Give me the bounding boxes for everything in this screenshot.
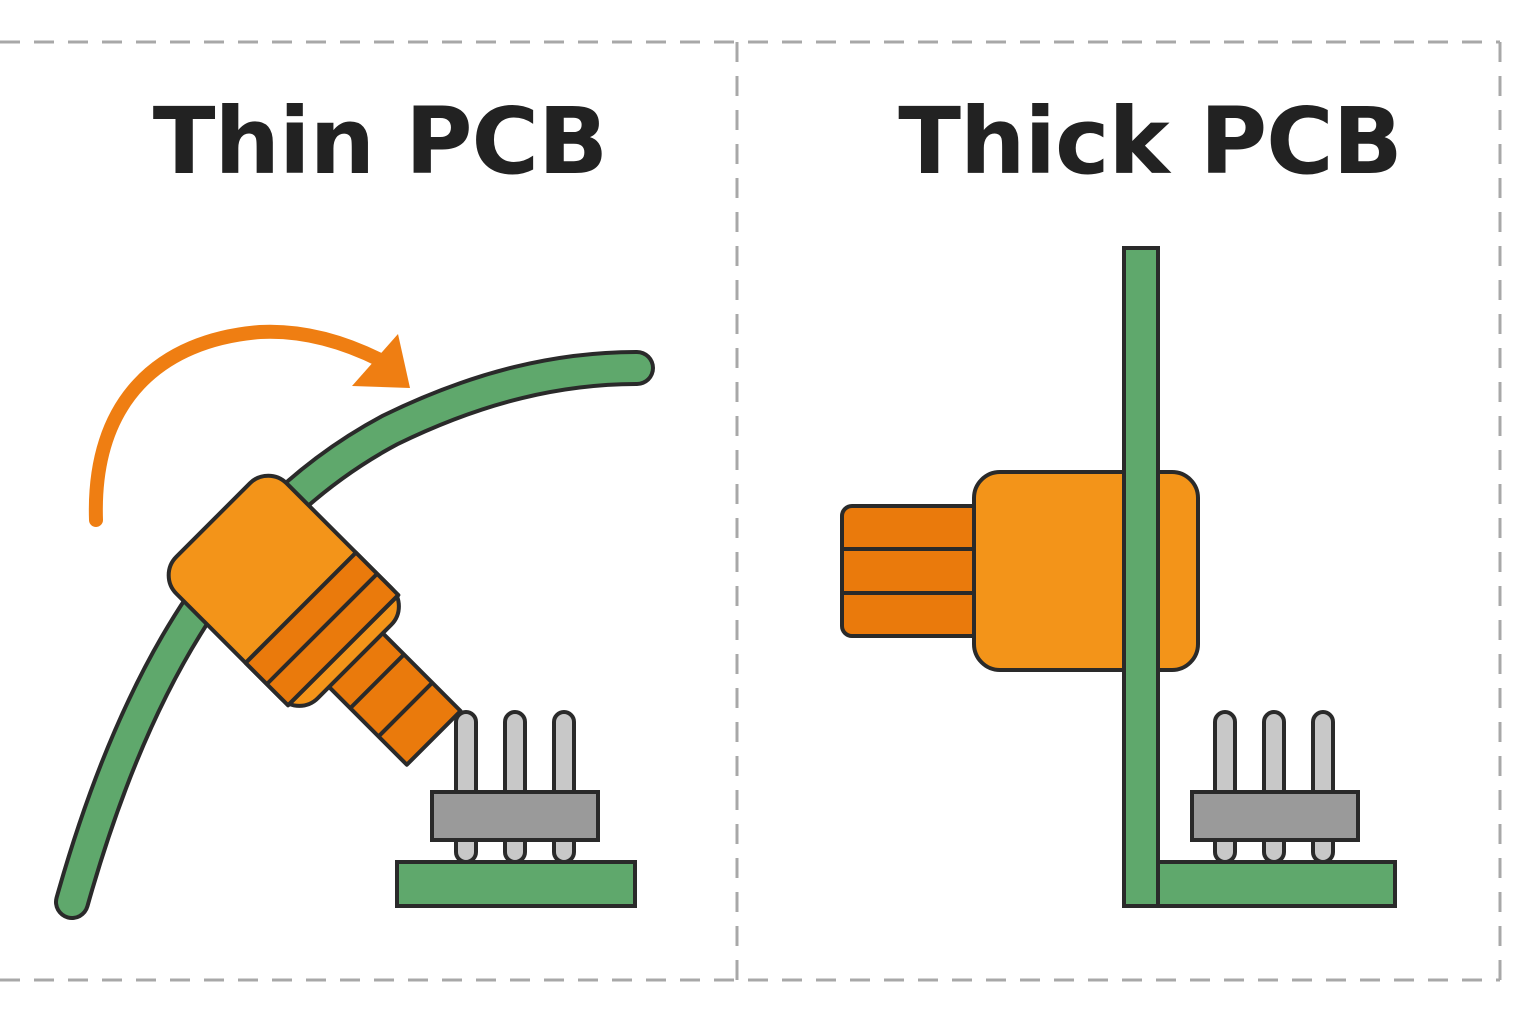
pin-header-icon <box>1156 710 1397 908</box>
connector-body <box>166 473 401 708</box>
thick-pcb-title: Thick PCB <box>898 88 1403 195</box>
bent-pcb <box>54 350 655 920</box>
base-pcb <box>395 860 637 908</box>
base-pcb <box>1156 860 1397 908</box>
connector-body <box>972 470 1200 672</box>
dashed-frame <box>0 40 1502 982</box>
pin-header-icon <box>395 710 637 908</box>
tilted-connector <box>166 473 463 767</box>
thick-pcb-panel <box>840 246 1397 908</box>
vertical-pcb <box>1122 246 1160 908</box>
thin-pcb-title: Thin PCB <box>152 88 608 195</box>
connector-plug <box>321 625 463 767</box>
thin-pcb-panel <box>54 324 655 920</box>
connector-plug <box>840 504 994 638</box>
curved-arrow-icon <box>88 324 410 527</box>
